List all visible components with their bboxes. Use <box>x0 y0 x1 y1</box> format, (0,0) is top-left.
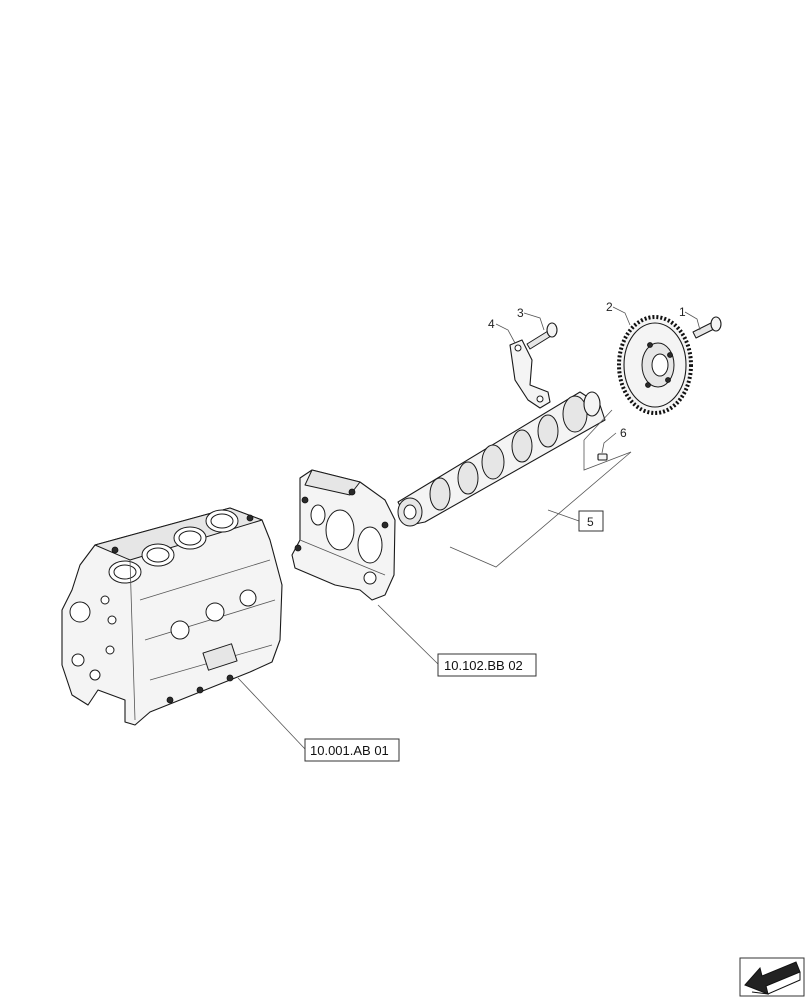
engine-block-reference-link[interactable]: 10.001.AB 01 <box>304 738 400 762</box>
callout-2: 2 <box>606 300 613 314</box>
arrow-down-left-icon[interactable] <box>739 957 805 997</box>
front-cover-drawing <box>291 469 396 601</box>
thrust-plate-drawing <box>509 339 551 409</box>
callout-4: 4 <box>488 317 495 331</box>
pin-6-drawing <box>597 453 608 461</box>
engine-block-reference-label[interactable]: 10.001.AB 01 <box>310 743 389 758</box>
bolt-3-drawing <box>526 322 558 350</box>
callout-5-box: 5 <box>578 510 604 532</box>
callout-1: 1 <box>679 305 686 319</box>
cam-gear-drawing <box>617 315 693 415</box>
engine-block-drawing <box>61 507 283 726</box>
bolt-1-drawing <box>692 316 722 339</box>
front-cover-reference-label[interactable]: 10.102.BB 02 <box>444 658 523 673</box>
callout-3: 3 <box>517 306 524 320</box>
callout-5: 5 <box>587 515 594 529</box>
leader-lines <box>237 306 701 750</box>
callout-6: 6 <box>620 426 627 440</box>
front-cover-reference-link[interactable]: 10.102.BB 02 <box>437 653 537 677</box>
camshaft-drawing <box>397 391 606 527</box>
